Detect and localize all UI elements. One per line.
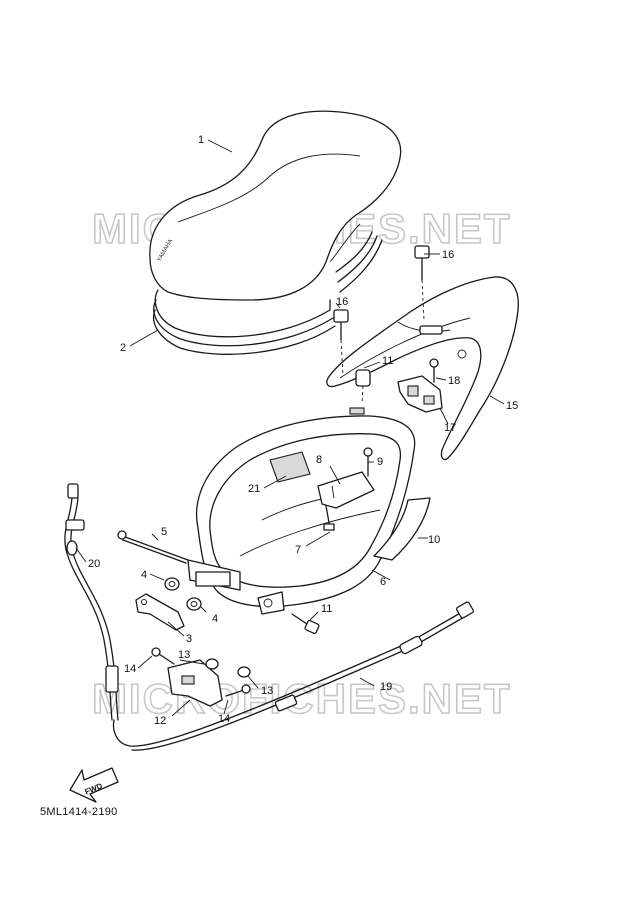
callout-21: 21 bbox=[248, 483, 260, 495]
bracket-3 bbox=[135, 593, 185, 631]
callout-9: 9 bbox=[377, 456, 383, 468]
bolt-16-lower bbox=[333, 309, 349, 377]
watermark-bottom: MICROFICHES.NET bbox=[92, 675, 512, 722]
callout-19: 19 bbox=[380, 681, 392, 693]
nut-13-a bbox=[205, 658, 219, 670]
fwd-arrow: FWD bbox=[69, 767, 119, 803]
seat-seal-strip bbox=[153, 231, 383, 355]
bolt-18 bbox=[429, 358, 439, 383]
collar-11-upper bbox=[355, 369, 371, 405]
callout-18: 18 bbox=[448, 375, 460, 387]
bolt-9 bbox=[363, 447, 373, 477]
label-21 bbox=[269, 451, 311, 483]
callout-14a: 14 bbox=[124, 663, 136, 675]
callout-10: 10 bbox=[428, 534, 440, 546]
callout-8: 8 bbox=[316, 454, 322, 466]
bracket-8 bbox=[317, 471, 375, 509]
rear-cover bbox=[326, 276, 519, 461]
nut-4-a bbox=[164, 577, 180, 591]
callout-16b: 16 bbox=[336, 296, 348, 308]
diagram-part-number: 5ML1414-2190 bbox=[40, 806, 118, 818]
callout-4a: 4 bbox=[141, 569, 147, 581]
nut-4-b bbox=[186, 597, 202, 611]
seat-lock-17 bbox=[397, 375, 443, 413]
callout-6: 6 bbox=[380, 576, 386, 588]
callout-2: 2 bbox=[120, 342, 126, 354]
callout-15: 15 bbox=[506, 400, 518, 412]
callout-16a: 16 bbox=[442, 249, 454, 261]
callout-1: 1 bbox=[198, 134, 204, 146]
callout-5: 5 bbox=[161, 526, 167, 538]
bracket-12 bbox=[167, 659, 223, 707]
bolt-16-upper bbox=[414, 245, 430, 321]
callout-3: 3 bbox=[186, 633, 192, 645]
bolt-14-b bbox=[225, 684, 251, 697]
callout-4b: 4 bbox=[212, 613, 218, 625]
leader-lines bbox=[75, 139, 505, 717]
callout-13b: 13 bbox=[261, 685, 273, 697]
callout-12: 12 bbox=[154, 715, 166, 727]
cable-19 bbox=[112, 601, 474, 751]
callout-13a: 13 bbox=[178, 649, 190, 661]
callout-20: 20 bbox=[88, 558, 100, 570]
nut-13-b bbox=[237, 666, 251, 678]
callout-14b: 14 bbox=[218, 713, 230, 725]
side-strip-10 bbox=[373, 497, 431, 561]
callout-17: 17 bbox=[444, 422, 456, 434]
callouts: 1 2 3 4 4 5 6 7 8 9 10 11 11 12 13 13 14… bbox=[88, 134, 518, 727]
callout-11b: 11 bbox=[321, 603, 332, 615]
bolt-7 bbox=[323, 505, 335, 531]
bolt-14-a bbox=[151, 647, 175, 665]
seat: YAMAHA bbox=[149, 110, 402, 301]
bolt-5 bbox=[117, 530, 189, 564]
callout-11a: 11 bbox=[382, 355, 393, 367]
cable-20 bbox=[64, 483, 119, 721]
callout-7: 7 bbox=[295, 544, 301, 556]
bolt-11-lower bbox=[291, 613, 320, 635]
